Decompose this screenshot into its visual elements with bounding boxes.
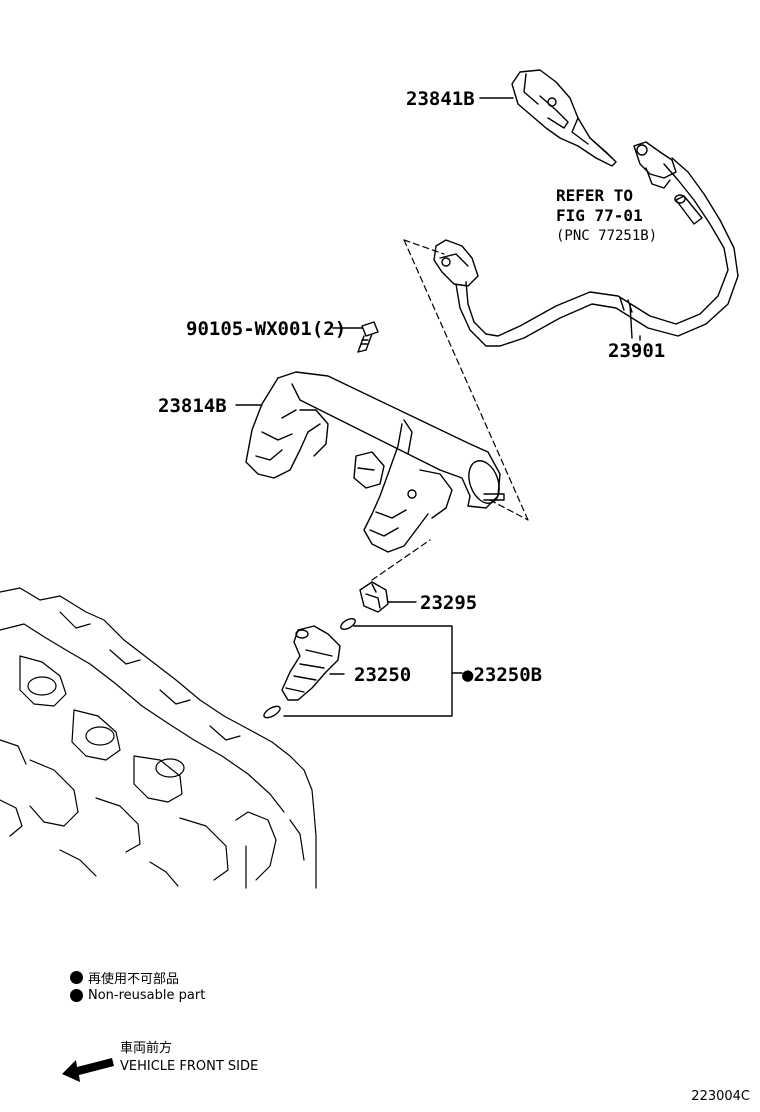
fuel-hose-23901-drawing[interactable] [433,141,739,347]
reference-line-1: REFER TO [556,186,634,205]
direction-text-jp: 車両前方 [120,1041,173,1056]
dashed-callout [371,239,529,581]
front-direction-arrow-icon [62,1058,114,1082]
part-label-23295[interactable]: 23295 [420,592,478,614]
leader-23901-b [629,303,633,339]
legend-text-en: Non-reusable part [88,988,206,1003]
leader-23250B-bracket [283,625,453,717]
part-label-23901[interactable]: 23901 [608,340,666,362]
injector-23250-drawing[interactable] [262,617,357,720]
reference-note: REFER TO FIG 77-01 (PNC 77251B) [556,186,657,246]
part-label-23250[interactable]: 23250 [354,664,412,686]
direction-text-en: VEHICLE FRONT SIDE [120,1059,259,1074]
legend-row-jp: 再使用不可部品 [70,968,179,987]
engine-head-drawing [0,587,317,889]
part-label-23250B[interactable]: ●23250B [462,664,543,686]
part-label-23841B[interactable]: 23841B [406,88,475,110]
reference-line-2: FIG 77-01 [556,206,643,225]
non-reusable-dot-icon [70,989,83,1002]
non-reusable-dot-icon [70,971,83,984]
bracket-23841B-drawing[interactable] [511,69,617,167]
part-label-90105[interactable]: 90105-WX001(2) [186,318,347,340]
bolt-90105-drawing[interactable] [357,321,379,353]
legend-row-en: Non-reusable part [70,988,205,1003]
clip-23295-drawing[interactable] [359,581,389,613]
fuel-rail-23814B-drawing[interactable] [245,371,505,553]
reference-line-3: (PNC 77251B) [556,228,658,244]
figure-code: 223004C [691,1089,750,1104]
legend-text-jp: 再使用不可部品 [88,972,180,987]
part-label-23814B[interactable]: 23814B [158,395,227,417]
direction-text: 車両前方 VEHICLE FRONT SIDE [120,1040,258,1076]
